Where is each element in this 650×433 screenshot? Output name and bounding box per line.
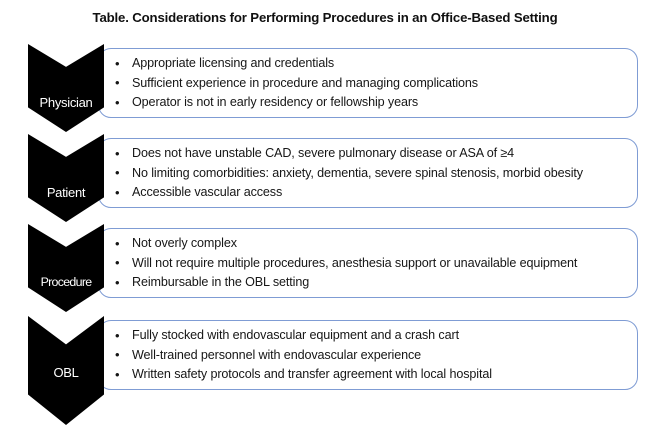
list-item: Accessible vascular access: [113, 182, 583, 203]
list-item: Sufficient experience in procedure and m…: [113, 73, 478, 93]
bullet-list: Appropriate licensing and credentials Su…: [113, 53, 478, 113]
chevron-shape: Procedure: [28, 224, 104, 312]
row-content-box: Appropriate licensing and credentials Su…: [98, 48, 638, 118]
row-label: Patient: [46, 185, 86, 200]
list-item: Not overly complex: [113, 233, 577, 254]
row-label: Procedure: [40, 275, 93, 289]
bullet-list: Not overly complex Will not require mult…: [113, 233, 577, 293]
bullet-list: Fully stocked with endovascular equipmen…: [113, 325, 492, 385]
list-item: Operator is not in early residency or fe…: [113, 92, 478, 113]
row-label: OBL: [53, 365, 79, 380]
list-item: Will not require multiple procedures, an…: [113, 253, 577, 273]
row-content-box: Not overly complex Will not require mult…: [98, 228, 638, 298]
page-title: Table. Considerations for Performing Pro…: [92, 10, 558, 25]
list-item: No limiting comorbidities: anxiety, deme…: [113, 163, 583, 183]
bullet-list: Does not have unstable CAD, severe pulmo…: [113, 143, 583, 203]
list-item: Fully stocked with endovascular equipmen…: [113, 325, 492, 346]
chevron-shape: Physician: [28, 44, 104, 132]
row-content-box: Fully stocked with endovascular equipmen…: [98, 320, 638, 390]
list-item: Appropriate licensing and credentials: [113, 53, 478, 74]
list-item: Does not have unstable CAD, severe pulmo…: [113, 143, 583, 164]
chevron-shape: Patient: [28, 134, 104, 222]
list-item: Reimbursable in the OBL setting: [113, 272, 577, 293]
list-item: Written safety protocols and transfer ag…: [113, 364, 492, 385]
row-label: Physician: [39, 95, 93, 110]
list-item: Well-trained personnel with endovascular…: [113, 345, 492, 365]
row-content-box: Does not have unstable CAD, severe pulmo…: [98, 138, 638, 208]
chevron-shape: OBL: [28, 316, 104, 425]
